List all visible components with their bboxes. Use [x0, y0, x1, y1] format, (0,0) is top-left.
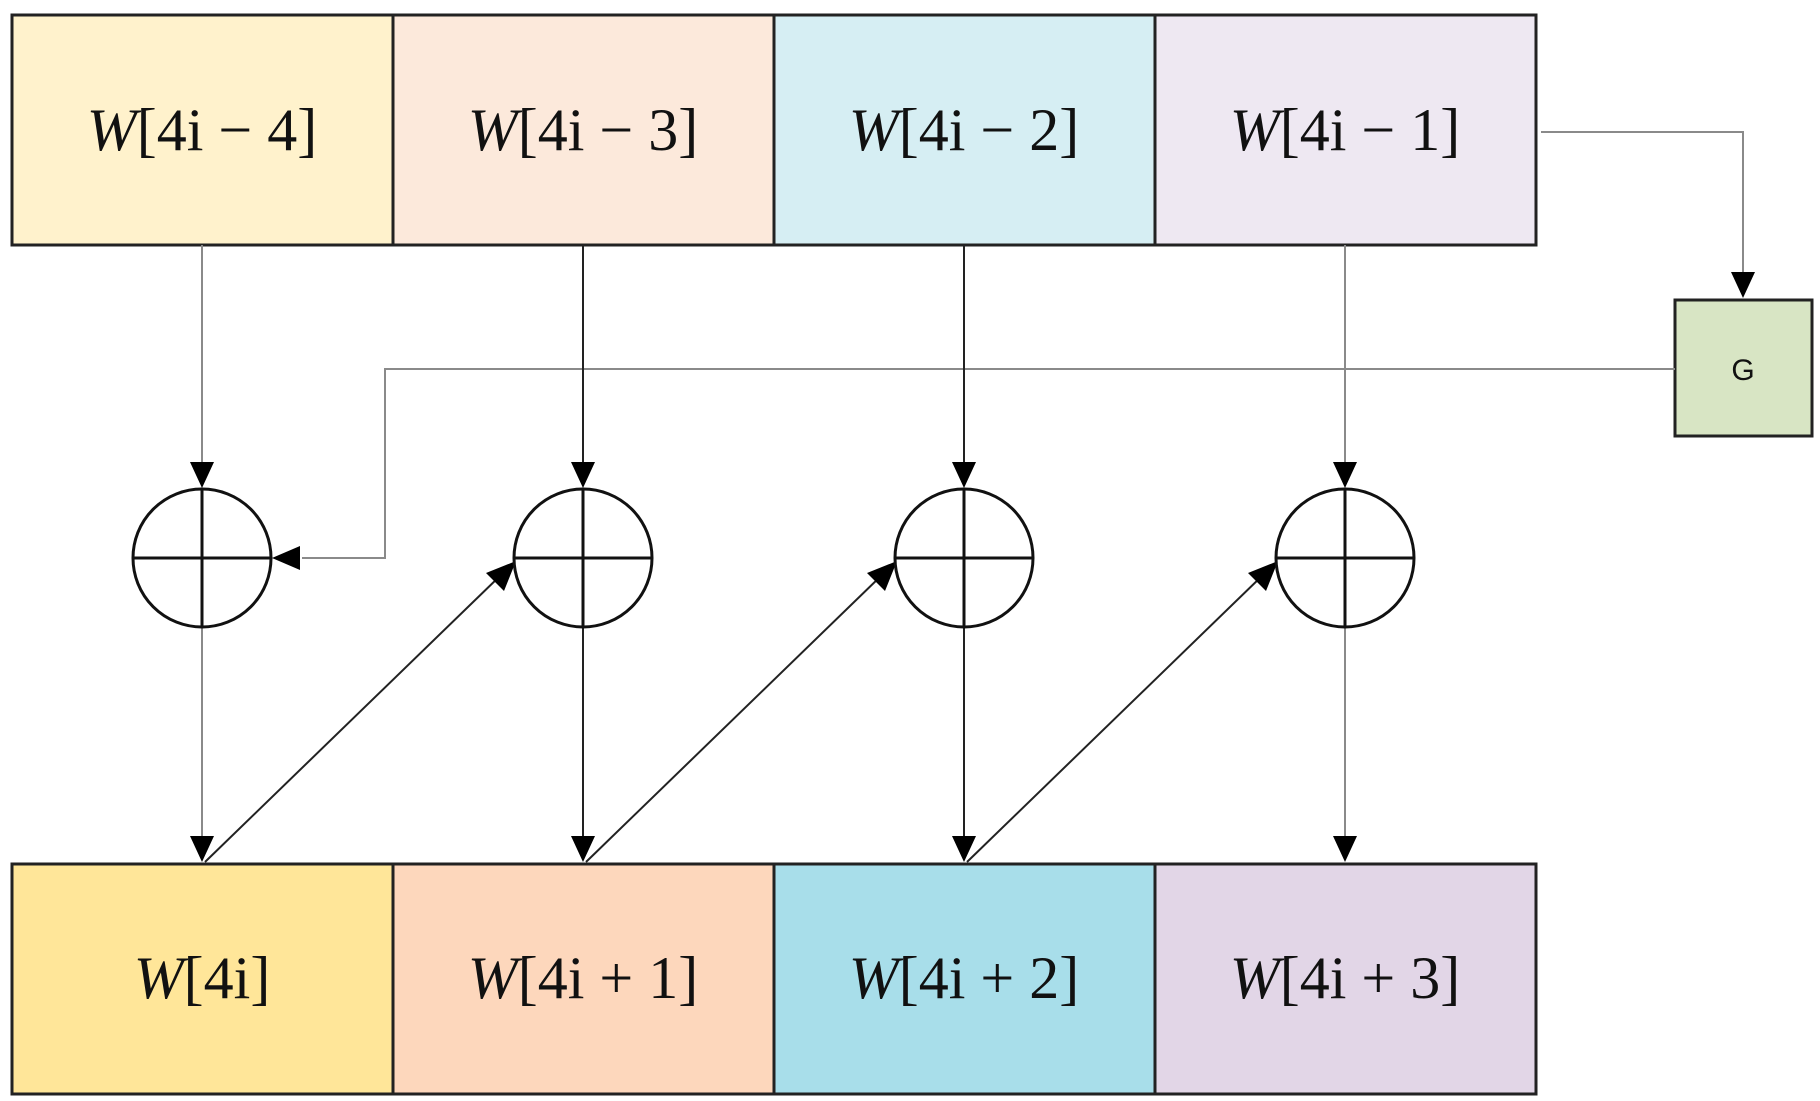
- arrowhead-into-output-1: [571, 836, 595, 862]
- xor-3: [1274, 487, 1416, 629]
- output-word-box-0: [10, 862, 395, 1096]
- g-function-box: G: [1673, 298, 1814, 438]
- arrowhead-into-xor-0-side: [272, 546, 300, 570]
- output-word-label-3: W[4i + 3]: [1230, 945, 1460, 1011]
- arrowhead-into-xor-2: [952, 462, 976, 488]
- connector-diag-1: [585, 573, 884, 863]
- connector-w3-to-g: [1541, 131, 1744, 274]
- xor-2: [893, 487, 1035, 629]
- arrowhead-diag-1: [867, 561, 897, 591]
- input-word-label-3: W[4i − 1]: [1230, 97, 1460, 163]
- output-word-label-1: W[4i + 1]: [468, 945, 698, 1011]
- input-word-row: W[4i − 4] W[4i − 3] W[4i − 2] W[4i − 1]: [10, 13, 1538, 247]
- output-word-label-2: W[4i + 2]: [849, 945, 1079, 1011]
- input-word-box-0: [10, 13, 395, 247]
- output-word-box-2: [772, 862, 1157, 1096]
- arrowhead-into-xor-3: [1333, 462, 1357, 488]
- connections: [190, 131, 1755, 863]
- connector-diag-0: [204, 573, 503, 863]
- input-word-label-2: W[4i − 2]: [849, 97, 1079, 163]
- xor-1: [512, 487, 654, 629]
- input-word-label-0: W[4i − 4]: [87, 97, 317, 163]
- arrowhead-into-output-2: [952, 836, 976, 862]
- connector-g-to-xor-0: [302, 368, 1675, 559]
- input-word-box-3: [1153, 13, 1538, 247]
- arrowhead-into-xor-0: [190, 462, 214, 488]
- arrowhead-diag-0: [486, 561, 516, 591]
- input-word-box-1: [391, 13, 776, 247]
- output-word-row: W[4i] W[4i + 1] W[4i + 2] W[4i + 3]: [10, 862, 1538, 1096]
- arrowhead-into-xor-1: [571, 462, 595, 488]
- g-box-label: G: [1731, 354, 1754, 387]
- arrowhead-into-g: [1731, 272, 1755, 298]
- output-word-label-0: W[4i]: [134, 945, 271, 1011]
- output-word-box-1: [391, 862, 776, 1096]
- connector-diag-2: [966, 573, 1265, 863]
- arrowhead-diag-2: [1248, 561, 1278, 591]
- arrowhead-into-output-0: [190, 836, 214, 862]
- arrowhead-into-output-3: [1333, 836, 1357, 862]
- input-word-box-2: [772, 13, 1157, 247]
- input-word-label-1: W[4i − 3]: [468, 97, 698, 163]
- xor-0: [131, 487, 273, 629]
- output-word-box-3: [1153, 862, 1538, 1096]
